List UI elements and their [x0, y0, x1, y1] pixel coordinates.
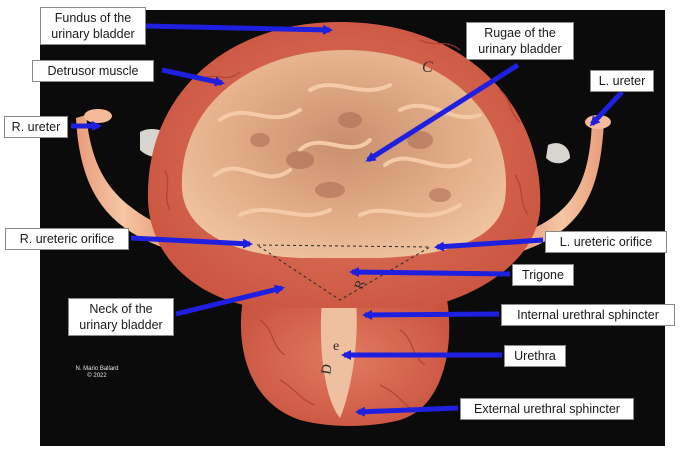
arrow-internal-sphincter: [362, 309, 500, 320]
label-r-ureteric-orifice: R. ureteric orifice: [5, 228, 129, 250]
photo-credit: N. Mario Ballard © 2022: [62, 366, 132, 380]
urethra-lumen: [320, 300, 357, 418]
mount-peg-left: [546, 143, 570, 164]
credit-year: © 2022: [87, 373, 107, 379]
label-fundus: Fundus of the urinary bladder: [40, 7, 146, 45]
label-neck: Neck of the urinary bladder: [68, 298, 174, 336]
label-urethra: Urethra: [504, 345, 566, 367]
arrow-detrusor: [161, 67, 225, 87]
credit-author: N. Mario Ballard: [75, 366, 119, 372]
arrow-l-ureter: [589, 90, 624, 127]
label-neck-line-2: urinary bladder: [79, 318, 163, 332]
marking-urethra-letter-d: D: [319, 363, 336, 376]
arrow-external-sphincter: [355, 405, 459, 417]
arrow-rugae: [365, 62, 520, 163]
trigone-outline: [255, 244, 432, 301]
label-external-sphincter: External urethral sphincter: [460, 398, 634, 420]
label-l-ureteric-orifice: L. ureteric orifice: [545, 231, 667, 253]
arrow-trigone: [349, 267, 511, 278]
arrow-neck: [175, 284, 285, 317]
label-detrusor: Detrusor muscle: [32, 60, 154, 82]
arrow-l-orifice: [434, 237, 544, 252]
label-l-ureter: L. ureter: [590, 70, 654, 92]
marking-fundus-letter: C: [422, 59, 433, 76]
label-fundus-line-1: Fundus of the: [54, 11, 132, 25]
label-rugae-line-2: urinary bladder: [478, 42, 562, 56]
label-neck-line-1: Neck of the: [89, 302, 153, 316]
marking-urethra-letter-e: e: [333, 339, 339, 354]
bladder-lumen: [181, 50, 507, 258]
arrow-r-orifice: [130, 235, 253, 249]
arrow-fundus: [144, 23, 333, 35]
label-r-ureter: R. ureter: [4, 116, 68, 138]
label-rugae: Rugae of the urinary bladder: [466, 22, 574, 60]
right-ureter-opening: [84, 109, 112, 123]
rugae-shadows: [250, 112, 451, 202]
label-internal-sphincter: Internal urethral sphincter: [501, 304, 675, 326]
label-trigone: Trigone: [512, 264, 574, 286]
label-fundus-line-2: urinary bladder: [51, 27, 135, 41]
label-rugae-line-1: Rugae of the: [484, 26, 556, 40]
rugae-folds: [213, 83, 482, 218]
pointer-arrows: [71, 23, 624, 417]
